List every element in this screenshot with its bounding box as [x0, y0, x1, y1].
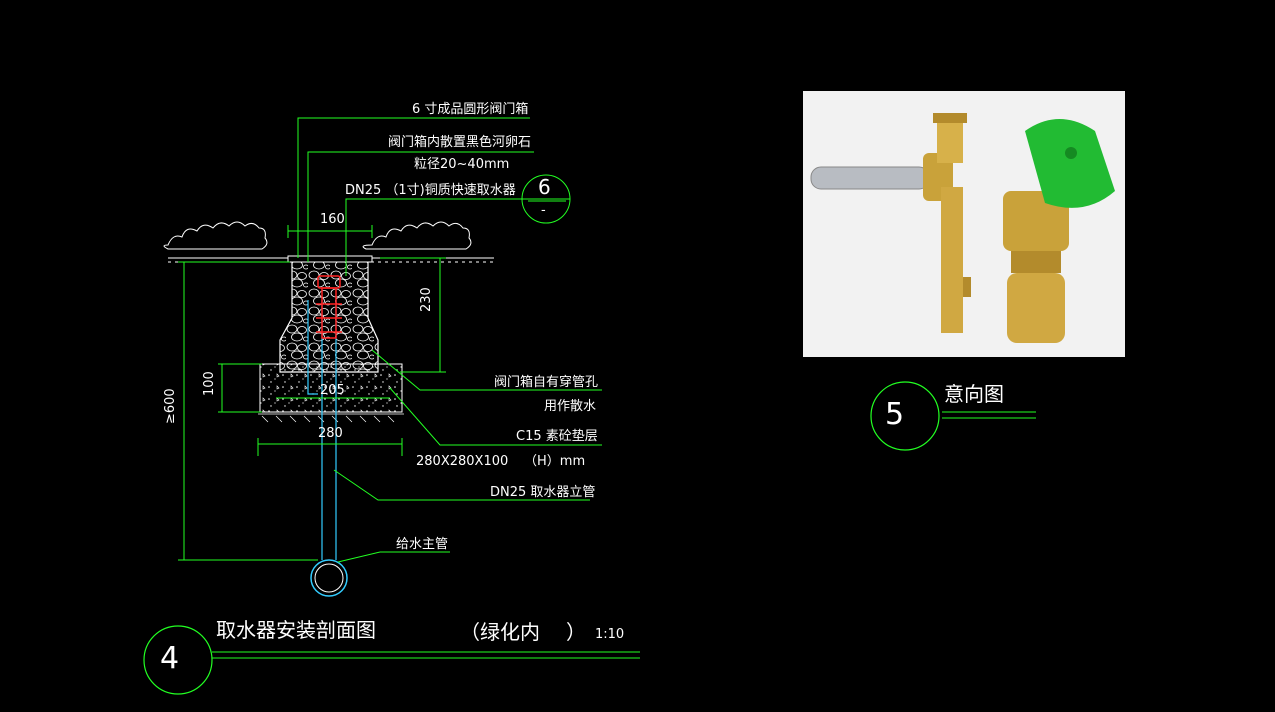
- shrub-left: [163, 221, 268, 250]
- detail-ref-circle: [521, 174, 571, 224]
- callout-main-pipe: 给水主管: [396, 537, 449, 552]
- detail-ref-number: 6: [538, 175, 551, 199]
- water-main-pipe: [310, 559, 348, 597]
- dim-205: 205: [320, 383, 345, 398]
- concrete-pad: [259, 363, 403, 413]
- valve-box: [279, 255, 379, 373]
- dim-160: 160: [320, 212, 345, 227]
- shrub-right: [362, 221, 472, 250]
- title-circle-right: [870, 381, 940, 451]
- dim-280: 280: [318, 426, 343, 441]
- title-left: 取水器安装剖面图: [216, 618, 376, 642]
- dim-230: 230: [419, 287, 434, 312]
- gravel-base: [258, 413, 404, 423]
- title-number-left: 4: [160, 641, 180, 676]
- quick-coupler-key: [810, 113, 971, 333]
- callout-pebble-size: 粒径20~40mm: [414, 157, 510, 172]
- callout-valve-box: 6 寸成品圆形阀门箱: [412, 102, 529, 117]
- title-left-subtitle-close: ）: [566, 620, 586, 644]
- title-left-scale: 1:10: [595, 627, 625, 642]
- callout-pebbles: 阀门箱内散置黑色河卵石: [388, 135, 532, 150]
- title-number-right: 5: [885, 397, 905, 432]
- title-circle-left: [143, 625, 213, 695]
- title-right: 意向图: [944, 382, 1004, 406]
- title-left-subtitle-open: （绿化内: [460, 620, 540, 644]
- detail-ref-sheet: -: [541, 203, 546, 218]
- dim-100: 100: [202, 371, 217, 396]
- riser-pipe: [307, 300, 337, 560]
- callout-concrete: C15 素砼垫层: [516, 429, 598, 444]
- callout-riser: DN25 取水器立管: [490, 485, 596, 500]
- reference-photo: [803, 91, 1125, 357]
- callout-drain-hole-2: 用作散水: [544, 399, 597, 414]
- callout-leaders: [178, 117, 1036, 659]
- quick-coupler-valve: [316, 275, 342, 339]
- dim-depth: ≥600: [163, 388, 178, 424]
- quick-coupler-valve-photo: [1003, 119, 1115, 343]
- callout-concrete-unit: （H）mm: [524, 454, 586, 469]
- callout-quick-coupler: DN25 （1寸)铜质快速取水器: [345, 183, 516, 198]
- callout-concrete-size: 280X280X100: [416, 454, 509, 469]
- callout-drain-hole-1: 阀门箱自有穿管孔: [494, 375, 599, 390]
